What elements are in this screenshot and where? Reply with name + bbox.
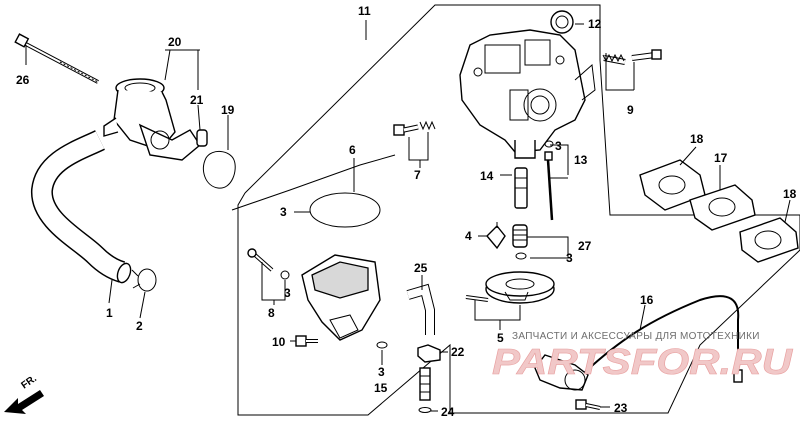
callout-4: 4 (465, 229, 472, 243)
callout-3-e: 3 (378, 365, 385, 379)
watermark: ЗАПЧАСТИ И АКСЕССУАРЫ ДЛЯ МОТОТЕХНИКИ PA… (492, 331, 794, 382)
screw-spring-part-9[interactable] (602, 49, 662, 65)
direction-label: FR. (19, 373, 39, 391)
clamp-part-2[interactable] (131, 268, 157, 292)
callout-23: 23 (614, 401, 628, 415)
callout-10: 10 (272, 335, 286, 349)
callout-12: 12 (588, 17, 602, 31)
watermark-logo: PARTSFOR.RU (492, 341, 793, 382)
callout-16: 16 (640, 293, 654, 307)
bolt-part-23[interactable] (575, 399, 601, 410)
tube-part-25[interactable] (406, 283, 435, 335)
drain-screw-part-10[interactable] (295, 335, 318, 347)
callout-9: 9 (627, 103, 634, 117)
callout-3-d: 3 (284, 286, 291, 300)
callout-8: 8 (268, 306, 275, 320)
callout-2: 2 (136, 319, 143, 333)
assembly-boundary (231, 4, 800, 416)
bolt-part-26[interactable] (14, 33, 99, 84)
callout-5: 5 (497, 331, 504, 345)
callout-21: 21 (190, 93, 204, 107)
callout-19: 19 (221, 103, 235, 117)
callout-17: 17 (714, 151, 728, 165)
jet-part-14[interactable] (514, 167, 528, 209)
solenoid-part-16[interactable] (534, 295, 743, 391)
needle-valve-part-27[interactable] (512, 224, 528, 260)
callout-14: 14 (480, 169, 494, 183)
callout-18-lower: 18 (783, 187, 797, 201)
carburetor-body-part-11[interactable] (459, 29, 596, 159)
callout-27: 27 (578, 239, 592, 253)
callout-1: 1 (106, 306, 113, 320)
callout-13: 13 (574, 153, 588, 167)
callout-3-a: 3 (555, 139, 562, 153)
fitting-part-22[interactable] (417, 344, 441, 363)
callout-25: 25 (414, 261, 428, 275)
needle-part-13[interactable] (544, 140, 554, 221)
collar-part-21[interactable] (196, 129, 208, 147)
screw-spring-part-7[interactable] (393, 120, 436, 136)
callout-7: 7 (414, 168, 421, 182)
jet-part-4[interactable] (486, 222, 506, 250)
callout-3-c: 3 (280, 205, 287, 219)
callout-22: 22 (451, 345, 465, 359)
callout-6: 6 (349, 143, 356, 157)
callout-3-b: 3 (566, 251, 573, 265)
gasket-part-19[interactable] (203, 151, 236, 189)
callout-24: 24 (441, 405, 455, 419)
cap-part-12[interactable] (550, 10, 574, 34)
hose-part-1[interactable] (31, 130, 133, 284)
washer-part-3-15[interactable] (376, 341, 388, 349)
float-part-5[interactable] (465, 271, 555, 304)
watermark-tagline: ЗАПЧАСТИ И АКСЕССУАРЫ ДЛЯ МОТОТЕХНИКИ (512, 331, 760, 342)
callout-15: 15 (374, 381, 388, 395)
insulator-part-17[interactable] (689, 184, 756, 231)
callout-18-upper: 18 (690, 132, 704, 146)
front-direction-arrow: FR. (4, 373, 44, 414)
tube-part-24[interactable] (418, 367, 432, 413)
callout-numbers: 26 20 21 19 1 2 11 12 9 7 3 13 14 4 27 3… (16, 4, 797, 419)
callout-20: 20 (168, 35, 182, 49)
callout-11: 11 (358, 4, 371, 18)
leader-lines (25, 20, 791, 412)
gasket-part-18-lower[interactable] (739, 217, 799, 263)
float-chamber-part-6[interactable] (247, 192, 381, 341)
callout-26: 26 (16, 73, 30, 87)
water-fitting-part-20[interactable] (103, 78, 201, 161)
